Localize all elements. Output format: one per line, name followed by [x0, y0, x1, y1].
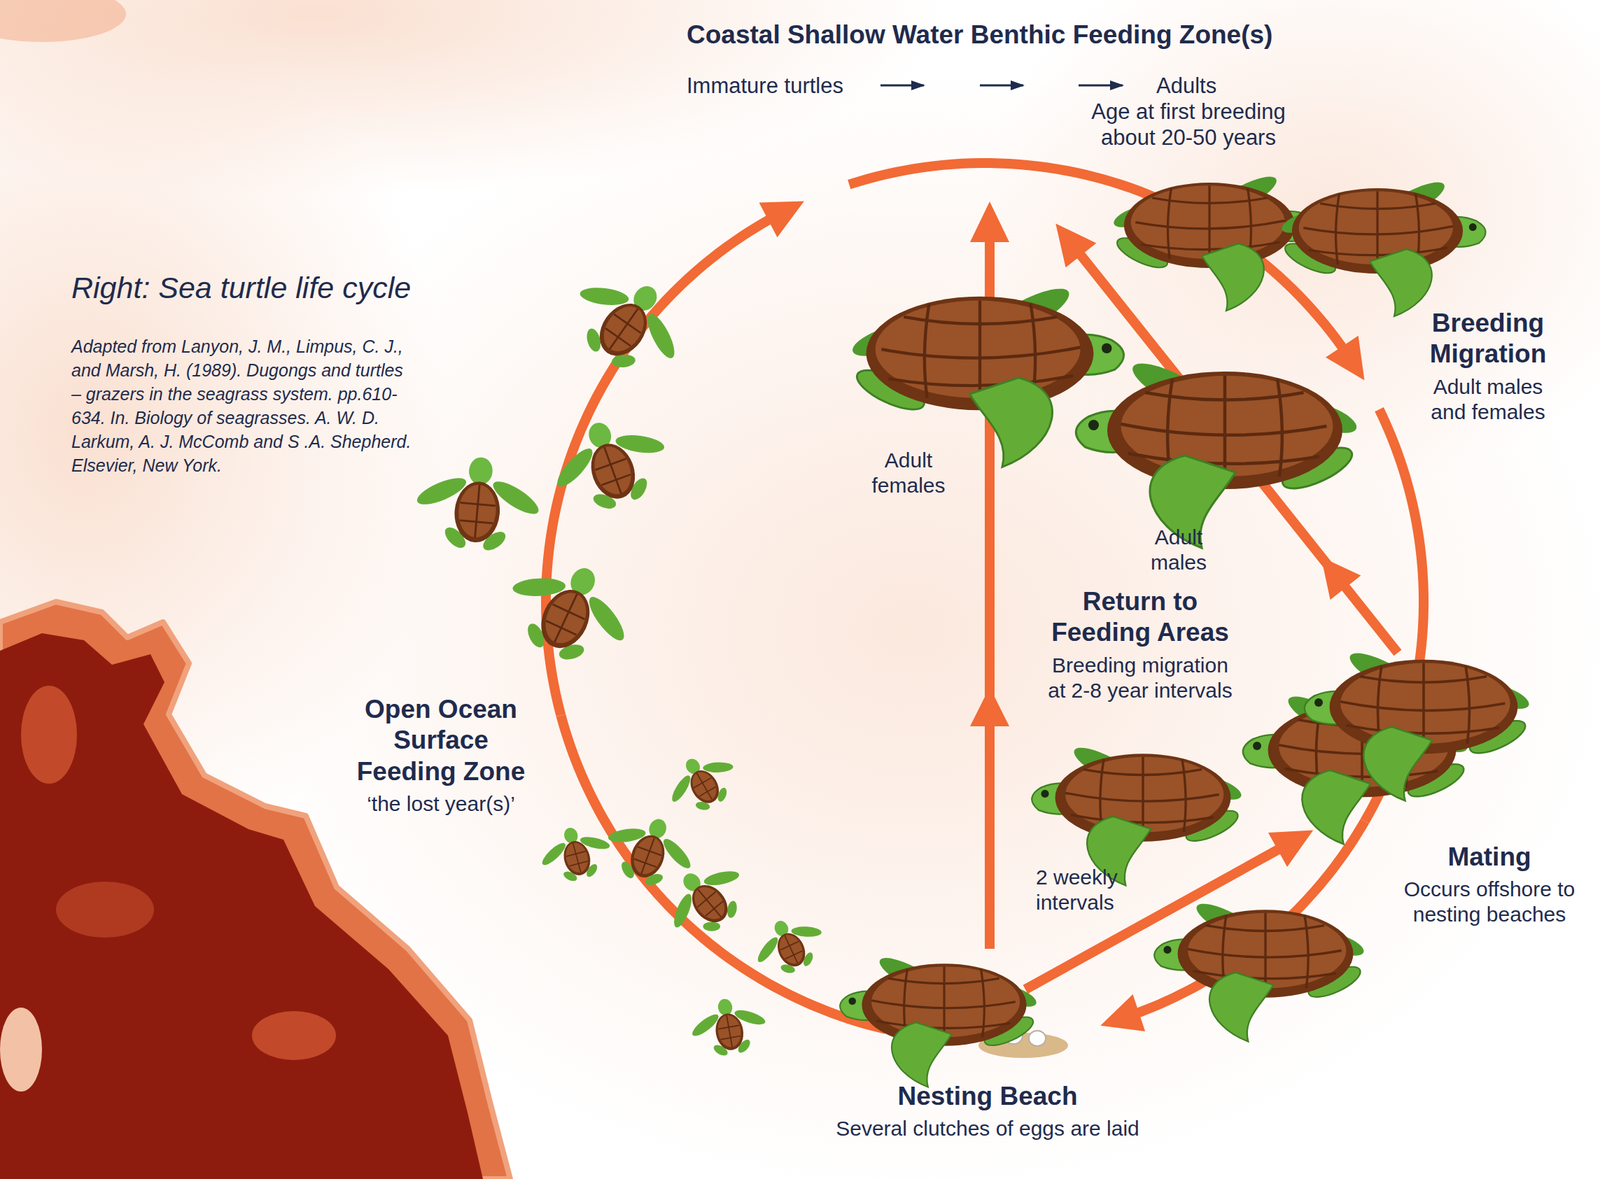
hatchling	[538, 403, 683, 528]
age-note: Age at first breeding about 20-50 years	[1069, 98, 1308, 151]
mating-turtle	[1304, 646, 1533, 802]
stage-node: MatingOccurs offshore to nesting beaches	[1398, 841, 1581, 931]
small-arrow	[880, 84, 924, 87]
coast-patch	[0, 1007, 42, 1092]
egg	[1028, 1030, 1046, 1047]
stage-heading: Open Ocean Surface Feeding Zone	[349, 694, 532, 788]
stage-node: Breeding MigrationAdult males and female…	[1418, 307, 1559, 428]
stage-node: Nesting BeachSeveral clutches of eggs ar…	[777, 1081, 1198, 1146]
stage-note: ‘the lost year(s)’	[349, 791, 532, 817]
stage-node: Open Ocean Surface Feeding Zone ‘the lost…	[349, 694, 532, 821]
zone-node: Coastal Shallow Water Benthic Feeding Zo…	[686, 19, 1317, 154]
hatchling	[489, 541, 647, 684]
coast-outline	[0, 601, 511, 1179]
stage-label: Immature turtles	[686, 72, 844, 99]
hatchling	[657, 741, 749, 826]
hatchling	[533, 818, 619, 891]
interval-label: 2 weekly intervals	[1035, 865, 1127, 916]
stage-note: Occurs offshore to nesting beaches	[1398, 876, 1581, 928]
arrowhead	[1306, 545, 1362, 601]
coast-patch	[20, 685, 77, 784]
figure-caption: Right: Sea turtle life cycle	[71, 270, 411, 307]
stage-note: Several clutches of eggs are laid	[777, 1116, 1198, 1142]
nesting-turtle	[839, 951, 1039, 1087]
adult-turtle	[1031, 740, 1244, 886]
stage-heading: Breeding Migration	[1418, 307, 1559, 371]
blotch	[0, 0, 126, 42]
hatchling	[744, 906, 835, 988]
arrowhead	[970, 687, 1010, 727]
edge-group	[545, 163, 1424, 1030]
citation: Adapted from Lanyon, J. M., Limpus, C. J…	[71, 334, 415, 478]
hatchling	[652, 846, 762, 954]
adult-turtle	[1278, 175, 1486, 318]
stage-note: Adult males and females	[1418, 374, 1559, 425]
adult-male-turtle	[1075, 354, 1360, 549]
hatchling	[552, 253, 703, 396]
cycle-arrow	[560, 715, 887, 1030]
coastline-blob	[0, 601, 511, 1179]
small-arrow	[1078, 84, 1123, 87]
stage-heading: Nesting Beach	[777, 1081, 1198, 1113]
coast-patch	[55, 881, 154, 938]
stage-heading: Mating	[1398, 841, 1581, 873]
zone-heading: Coastal Shallow Water Benthic Feeding Zo…	[686, 19, 1273, 51]
hatchling	[685, 992, 773, 1064]
group-label: Adult females	[862, 447, 954, 499]
hatchling	[409, 452, 547, 559]
adult-turtle	[1110, 170, 1318, 312]
stage-node: Return to Feeding AreasBreeding migratio…	[1042, 586, 1239, 707]
group-label: Adult males	[1133, 524, 1225, 576]
coast-patch	[251, 1011, 336, 1061]
stage-note: Breeding migration at 2-8 year intervals	[1042, 653, 1239, 704]
age-arrows	[880, 84, 1123, 87]
stage-heading: Return to Feeding Areas	[1042, 586, 1239, 649]
small-arrow	[979, 84, 1024, 87]
stage-label: Adults	[1156, 72, 1217, 99]
adult-turtle	[1154, 896, 1367, 1042]
